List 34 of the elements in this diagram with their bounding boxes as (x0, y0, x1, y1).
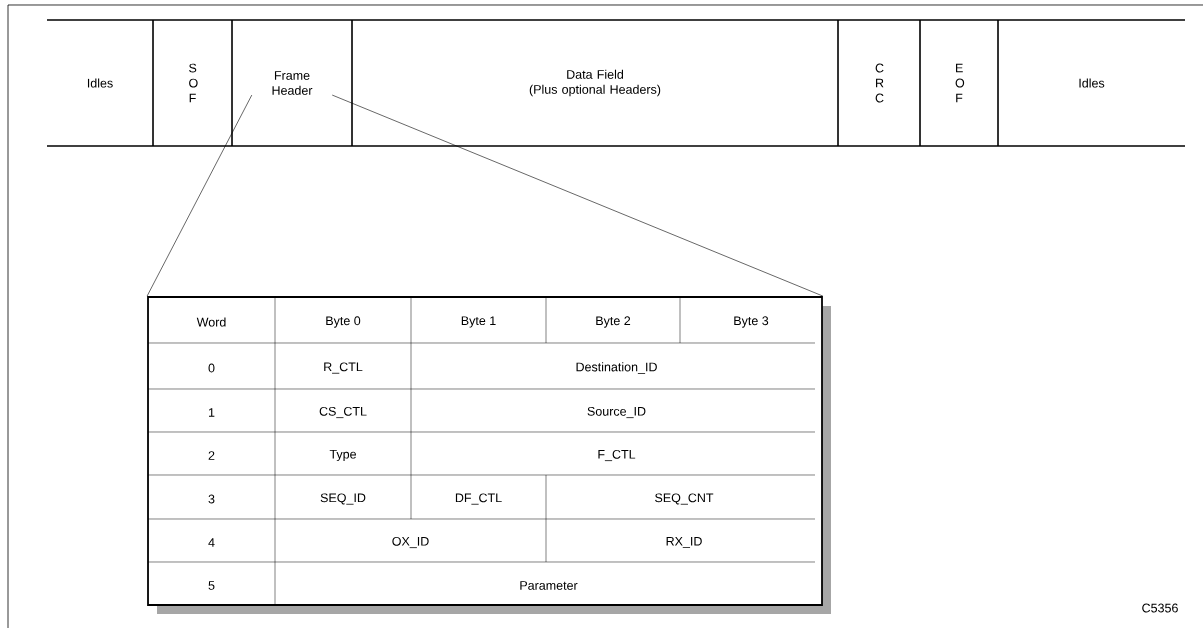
field-name: RX_ID (666, 536, 702, 549)
word-number: 0 (208, 363, 215, 373)
field-name: SEQ_ID (320, 493, 366, 505)
field-name: R_CTL (324, 362, 363, 374)
frame-field: Idles (1079, 78, 1105, 88)
header-table (147, 296, 823, 606)
field-name: Parameter (520, 581, 578, 590)
figure-number: C5356 (1142, 603, 1178, 613)
word-number: 5 (208, 581, 215, 590)
word-number: 1 (209, 408, 215, 417)
column-header: Byte 2 (596, 316, 631, 328)
column-header: Byte 0 (326, 316, 361, 328)
field-name: Destination_ID (576, 362, 657, 374)
frame-field: Data Field (Plus optional Headers) (529, 69, 661, 97)
field-name: F_CTL (598, 449, 636, 462)
word-number: 2 (208, 451, 215, 460)
field-name: OX_ID (392, 536, 429, 549)
frame-field: S O F (189, 63, 198, 103)
column-header: Word (196, 317, 226, 327)
field-name: CS_CTL (319, 406, 367, 419)
frame-field: C R C (875, 63, 884, 103)
frame-field: Frame Header (272, 71, 313, 95)
field-name: DF_CTL (455, 493, 502, 505)
word-number: 3 (208, 494, 215, 504)
field-name: Type (329, 449, 356, 462)
column-header: Byte 1 (461, 316, 496, 328)
frame-field: Idles (87, 78, 113, 88)
column-header: Byte 3 (734, 316, 769, 328)
expansion-line (331, 94, 824, 297)
expansion-line (146, 94, 253, 297)
frame-field: E O F (955, 63, 965, 103)
word-number: 4 (208, 538, 215, 547)
field-name: SEQ_CNT (655, 493, 714, 505)
field-name: Source_ID (587, 406, 646, 419)
